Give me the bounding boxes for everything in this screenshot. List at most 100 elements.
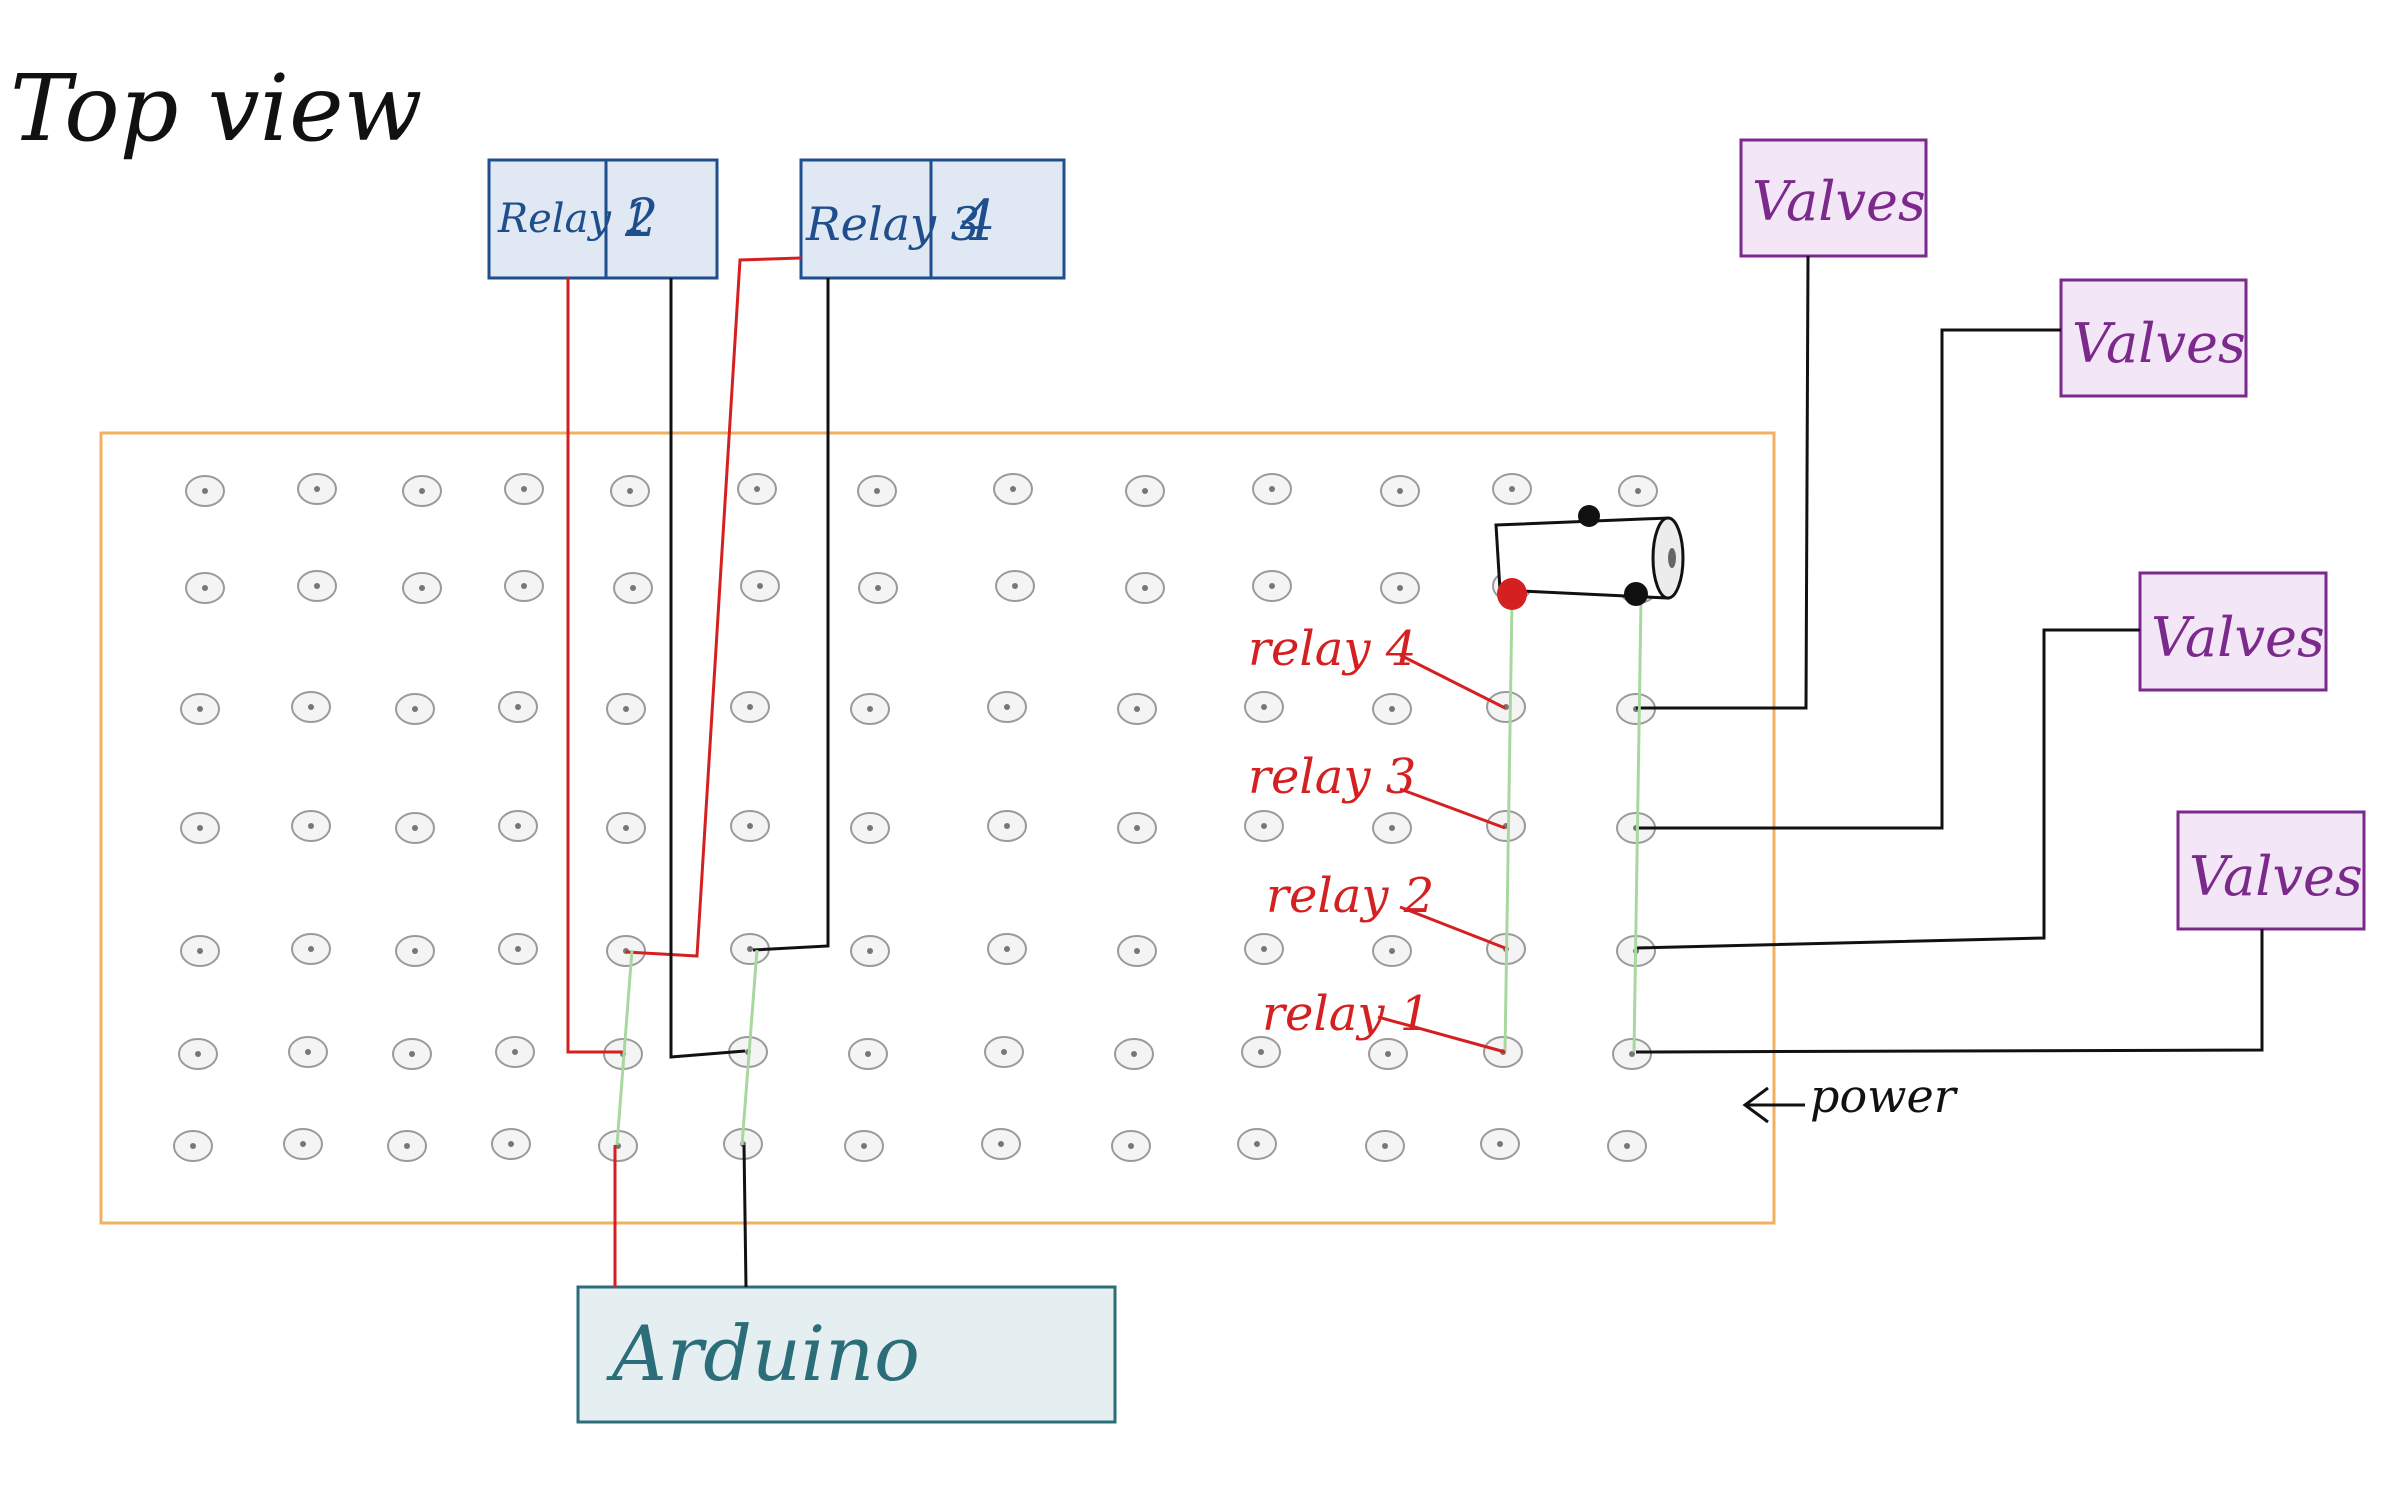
breadboard-hole-center bbox=[521, 583, 527, 589]
breadboard-hole-center bbox=[1004, 946, 1010, 952]
relay-1-label: relay 1 bbox=[1262, 986, 1430, 1042]
breadboard-hole-center bbox=[308, 704, 314, 710]
breadboard-hole-center bbox=[1134, 706, 1140, 712]
breadboard-hole-center bbox=[515, 946, 521, 952]
breadboard-hole-center bbox=[1261, 946, 1267, 952]
breadboard-hole-center bbox=[1004, 704, 1010, 710]
relay-box-3-4-right-label: 4 bbox=[959, 189, 996, 254]
breadboard-hole-center bbox=[314, 583, 320, 589]
breadboard-hole-center bbox=[404, 1143, 410, 1149]
breadboard-hole-center bbox=[190, 1143, 196, 1149]
breadboard-hole-center bbox=[1382, 1143, 1388, 1149]
red-wire-relay34 bbox=[625, 256, 802, 958]
breadboard-hole-center bbox=[512, 1049, 518, 1055]
breadboard-hole-center bbox=[757, 583, 763, 589]
power-arrow bbox=[1742, 1086, 1805, 1124]
breadboard-hole-center bbox=[623, 706, 629, 712]
connector-black-terminal bbox=[1624, 582, 1648, 606]
breadboard-hole-center bbox=[308, 823, 314, 829]
breadboard-hole-center bbox=[747, 946, 753, 952]
green-wire-2 bbox=[740, 949, 759, 1146]
breadboard-hole-center bbox=[197, 825, 203, 831]
valve-box-1: Valves bbox=[1739, 138, 1928, 258]
breadboard-hole-center bbox=[305, 1049, 311, 1055]
black-wire-arduino bbox=[742, 1144, 748, 1288]
breadboard-hole-center bbox=[1624, 1143, 1630, 1149]
breadboard-hole-center bbox=[1397, 585, 1403, 591]
relay-pointers bbox=[1377, 653, 1506, 1054]
breadboard-hole-center bbox=[867, 948, 873, 954]
relay-box-1-2-right-label: 2 bbox=[624, 189, 658, 249]
breadboard-hole-center bbox=[1385, 1051, 1391, 1057]
breadboard-hole-center bbox=[1012, 583, 1018, 589]
green-wire-3 bbox=[1503, 599, 1514, 1053]
connector-top-terminal bbox=[1578, 505, 1600, 527]
green-wires bbox=[615, 599, 1643, 1146]
breadboard-hole-center bbox=[1397, 488, 1403, 494]
breadboard-hole-center bbox=[409, 1051, 415, 1057]
breadboard-hole-center bbox=[998, 1141, 1004, 1147]
relay-box-1-2: Relay 1 2 bbox=[487, 158, 719, 280]
relay-4-label: relay 4 bbox=[1248, 621, 1416, 677]
black-wire-valve-1 bbox=[1636, 255, 1810, 710]
breadboard-hole-center bbox=[747, 704, 753, 710]
diagram-title: Top view bbox=[10, 55, 422, 162]
breadboard-hole-center bbox=[874, 488, 880, 494]
breadboard-hole-center bbox=[300, 1141, 306, 1147]
breadboard-hole-center bbox=[1261, 823, 1267, 829]
valve-box-2: Valves bbox=[2059, 278, 2248, 398]
breadboard-hole-center bbox=[1269, 486, 1275, 492]
relay-box-3-4-left-label: Relay 3 bbox=[805, 197, 980, 251]
breadboard-hole-center bbox=[1389, 948, 1395, 954]
breadboard-hole-center bbox=[867, 825, 873, 831]
breadboard-hole-center bbox=[412, 948, 418, 954]
black-wire-valve-3 bbox=[1635, 628, 2140, 950]
breadboard-hole-center bbox=[1142, 488, 1148, 494]
breadboard-hole-center bbox=[1509, 486, 1515, 492]
breadboard-hole-center bbox=[630, 585, 636, 591]
green-wire-1 bbox=[615, 949, 634, 1146]
breadboard-hole-center bbox=[627, 488, 633, 494]
breadboard-hole-center bbox=[1254, 1141, 1260, 1147]
valve-box-4-label: Valves bbox=[2189, 845, 2363, 908]
valve-box-2-label: Valves bbox=[2072, 312, 2246, 375]
black-wire-relay34 bbox=[752, 278, 830, 952]
breadboard-hole-center bbox=[202, 585, 208, 591]
relay-2-label: relay 2 bbox=[1266, 868, 1434, 924]
red-wires bbox=[566, 256, 802, 1287]
breadboard-hole-center bbox=[515, 823, 521, 829]
breadboard-hole-center bbox=[1261, 704, 1267, 710]
breadboard-hole-center bbox=[747, 823, 753, 829]
relay-box-1-2-left-label: Relay 1 bbox=[497, 196, 649, 242]
breadboard-hole-center bbox=[202, 488, 208, 494]
breadboard-hole-center bbox=[1258, 1049, 1264, 1055]
power-label: power bbox=[1810, 1069, 1959, 1123]
relay-3-label: relay 3 bbox=[1248, 749, 1416, 805]
black-wire-relay12 bbox=[669, 278, 746, 1059]
breadboard-hole-center bbox=[1004, 823, 1010, 829]
green-wire-4 bbox=[1632, 599, 1643, 1053]
black-wire-valve-4 bbox=[1635, 929, 2264, 1054]
breadboard-hole-center bbox=[1010, 486, 1016, 492]
breadboard-hole-center bbox=[1497, 1141, 1503, 1147]
breadboard-hole-center bbox=[508, 1141, 514, 1147]
arduino-label: Arduino bbox=[606, 1309, 920, 1398]
breadboard-hole-center bbox=[412, 706, 418, 712]
relay-box-3-4: Relay 3 4 bbox=[799, 158, 1066, 280]
breadboard-hole-center bbox=[1389, 825, 1395, 831]
valve-box-4: Valves bbox=[2176, 810, 2366, 931]
breadboard-hole-center bbox=[1001, 1049, 1007, 1055]
breadboard-hole-center bbox=[1131, 1051, 1137, 1057]
breadboard-hole-center bbox=[867, 706, 873, 712]
breadboard-hole-center bbox=[623, 825, 629, 831]
arduino-box: Arduino bbox=[576, 1285, 1117, 1424]
breadboard-hole-center bbox=[197, 948, 203, 954]
valve-box-3: Valves bbox=[2138, 571, 2328, 692]
breadboard-hole-center bbox=[314, 486, 320, 492]
breadboard-hole-center bbox=[1269, 583, 1275, 589]
breadboard-hole-center bbox=[1389, 706, 1395, 712]
breadboard-hole-center bbox=[1134, 825, 1140, 831]
breadboard-holes bbox=[173, 473, 1658, 1162]
breadboard-hole-center bbox=[197, 706, 203, 712]
